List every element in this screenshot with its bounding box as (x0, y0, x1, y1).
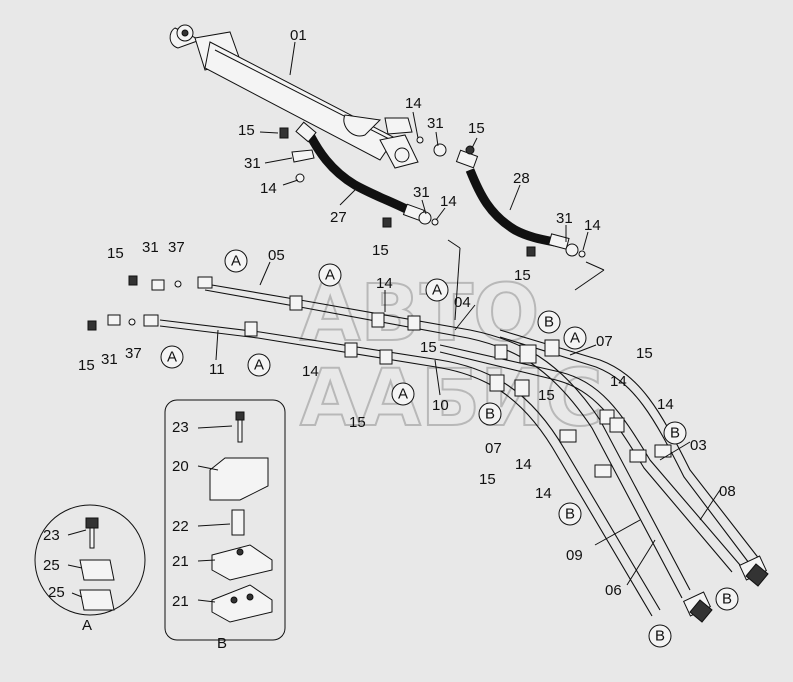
detail-b-box (164, 399, 286, 641)
callout-b-2[interactable]: B (478, 402, 502, 426)
label-15e: 15 (514, 267, 531, 284)
label-03: 03 (690, 437, 707, 454)
svg-text:A: A (167, 349, 177, 366)
svg-text:A: A (231, 253, 241, 270)
svg-text:A: A (398, 386, 408, 403)
svg-text:A: A (254, 357, 264, 374)
label-04: 04 (454, 294, 471, 311)
label-31c: 31 (413, 184, 430, 201)
label-15g: 15 (636, 345, 653, 362)
label-15b: 15 (468, 120, 485, 137)
svg-text:B: B (565, 506, 575, 523)
callout-b-6[interactable]: B (648, 624, 672, 648)
label-06: 06 (605, 582, 622, 599)
label-15i: 15 (538, 387, 555, 404)
label-14f: 14 (302, 363, 319, 380)
label-37a: 37 (168, 239, 185, 256)
label-21a: 21 (172, 553, 189, 570)
detail-a-circle (34, 504, 146, 616)
callouts-a: A A A A A A A (160, 249, 587, 406)
callout-b-5[interactable]: B (715, 587, 739, 611)
svg-text:A: A (432, 282, 442, 299)
svg-text:A: A (570, 330, 580, 347)
callout-a-4[interactable]: A (160, 345, 184, 369)
label-31d: 31 (556, 210, 573, 227)
svg-text:A: A (325, 267, 335, 284)
label-14j: 14 (535, 485, 552, 502)
label-14a: 14 (405, 95, 422, 112)
label-09: 09 (566, 547, 583, 564)
label-37b: 37 (125, 345, 142, 362)
label-31b: 31 (244, 155, 261, 172)
detail-b-label: B (217, 635, 227, 652)
svg-text:B: B (485, 406, 495, 423)
label-15f: 15 (420, 339, 437, 356)
label-15c: 15 (372, 242, 389, 259)
label-14e: 14 (376, 275, 393, 292)
label-10: 10 (432, 397, 449, 414)
callout-a-6[interactable]: A (391, 382, 415, 406)
label-14c: 14 (440, 193, 457, 210)
detail-leaders (67, 425, 233, 603)
label-31e: 31 (142, 239, 159, 256)
label-23b: 23 (43, 527, 60, 544)
svg-text:B: B (544, 314, 554, 331)
label-07a: 07 (596, 333, 613, 350)
label-11: 11 (209, 361, 225, 378)
label-20: 20 (172, 458, 189, 475)
label-25a: 25 (43, 557, 60, 574)
label-05: 05 (268, 247, 285, 264)
callout-b-1[interactable]: B (537, 310, 561, 334)
callout-a-7[interactable]: A (563, 326, 587, 350)
label-31a: 31 (427, 115, 444, 132)
label-14i: 14 (515, 456, 532, 473)
label-01: 01 (290, 27, 307, 44)
callout-a-5[interactable]: A (247, 353, 271, 377)
callout-b-3[interactable]: B (663, 421, 687, 445)
callout-a-1[interactable]: A (224, 249, 248, 273)
callout-a-2[interactable]: A (318, 263, 342, 287)
label-27: 27 (330, 209, 347, 226)
label-14b: 14 (260, 180, 277, 197)
watermark-line2: ААБИС (300, 354, 603, 444)
leader-lines (215, 41, 721, 586)
svg-text:B: B (670, 425, 680, 442)
watermark: АВТО ААБИС (299, 268, 604, 445)
label-15-k: 15 (479, 471, 496, 488)
label-15d: 15 (107, 245, 124, 262)
label-14h: 14 (657, 396, 674, 413)
callout-a-3[interactable]: A (425, 278, 449, 302)
callouts-b: B B B B B B (478, 310, 739, 648)
label-22: 22 (172, 518, 189, 535)
detail-a-label: A (82, 617, 92, 634)
label-21b: 21 (172, 593, 189, 610)
label-28: 28 (513, 170, 530, 187)
pipe-system (87, 275, 769, 623)
svg-text:B: B (722, 591, 732, 608)
callout-b-4[interactable]: B (558, 502, 582, 526)
label-15j: 15 (349, 414, 366, 431)
label-25b: 25 (48, 584, 65, 601)
label-14d: 14 (584, 217, 601, 234)
part-labels: 01 14 15 31 15 31 14 28 31 14 27 31 14 1… (43, 27, 736, 652)
label-31f: 31 (101, 351, 118, 368)
top-fittings (279, 127, 536, 257)
svg-text:B: B (655, 628, 665, 645)
label-23a: 23 (172, 419, 189, 436)
label-07b: 07 (485, 440, 502, 457)
label-14g: 14 (610, 373, 627, 390)
cylinder-01 (169, 24, 419, 169)
label-08: 08 (719, 483, 736, 500)
label-15a: 15 (238, 122, 255, 139)
label-15h: 15 (78, 357, 95, 374)
